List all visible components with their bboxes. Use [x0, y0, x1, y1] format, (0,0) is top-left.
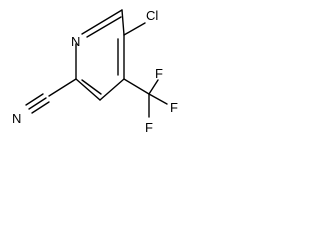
structure-diagram: N Cl N F F F	[0, 0, 224, 138]
atom-nitrile-n: N	[12, 111, 21, 126]
bond-c4-cf3	[123, 78, 150, 95]
molecule-svg: N Cl N F F F	[12, 8, 178, 135]
bond-c6-n1	[81, 9, 123, 35]
bond-c2-c3	[75, 78, 101, 101]
bond-cf3-f-right	[148, 93, 168, 105]
bond-cn-triple-1	[28, 97, 47, 110]
bond-c6-n1-inner	[86, 16, 122, 38]
atom-fluorine-top: F	[155, 66, 163, 81]
bond-c2-c3-inner	[81, 79, 102, 95]
atom-fluorine-bottom: F	[145, 120, 153, 135]
atom-fluorine-right: F	[170, 100, 178, 115]
atom-chlorine: Cl	[146, 8, 158, 23]
bond-c5-c6	[121, 9, 125, 36]
bond-c2-cn	[48, 78, 77, 97]
bond-cn-triple-2	[25, 93, 44, 106]
atom-ring-n: N	[71, 34, 80, 49]
bond-cn-triple-3	[31, 101, 50, 114]
bond-c3-c4	[99, 78, 125, 101]
bond-cf3-f-top	[148, 79, 159, 95]
bond-c5-cl	[123, 22, 146, 36]
